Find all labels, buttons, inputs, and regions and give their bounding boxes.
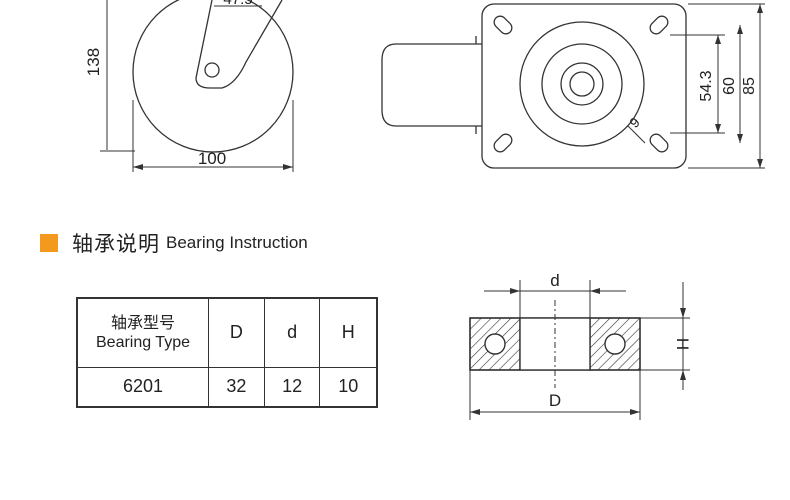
bearing-type-cell: 6201 — [76, 366, 209, 408]
bearing-inner-label: d — [550, 271, 559, 290]
plate-outline — [481, 3, 687, 169]
height-dimension-label: 138 — [84, 48, 103, 76]
mounting-plate-drawing: 54.3 60 85 9 — [381, 3, 765, 169]
bearing-type-header-cn: 轴承型号 — [110, 314, 175, 332]
inner-hub-ring — [560, 62, 604, 106]
bearing-type-header-en: Bearing Type — [96, 333, 190, 351]
bearing-type-header: 轴承型号 Bearing Type — [76, 297, 209, 368]
plate-inner-label: 60 — [721, 77, 738, 95]
caster-side-view-drawing: 138 100 47.5 — [84, 0, 294, 172]
column-header-outer-diameter: D — [208, 297, 265, 368]
outer-diameter-cell: 32 — [208, 366, 265, 408]
section-title-en: Bearing Instruction — [166, 233, 308, 252]
height-cell: 10 — [319, 366, 378, 408]
bearing-height-label: H — [673, 338, 692, 350]
plate-outer-label: 85 — [741, 77, 758, 95]
fork-arm — [195, 0, 283, 89]
right-ball — [604, 333, 626, 355]
outer-hub-ring — [519, 21, 645, 147]
bearing-outer-label: D — [549, 391, 561, 410]
table-row: 6201 32 12 10 — [76, 366, 378, 408]
column-header-inner-diameter: d — [263, 297, 321, 368]
section-header: 轴承说明 Bearing Instruction — [40, 228, 308, 258]
table-header-row: 轴承型号 Bearing Type D d H — [76, 297, 378, 368]
section-title-cn: 轴承说明 — [72, 233, 160, 256]
bearing-spec-table: 轴承型号 Bearing Type D d H 6201 32 12 10 — [76, 297, 378, 408]
column-header-height: H — [319, 297, 378, 368]
plate-stem — [381, 43, 482, 127]
axle-hole — [204, 62, 220, 78]
center-hole — [569, 71, 595, 97]
offset-dimension-label: 47.5 — [223, 0, 252, 8]
bearing-cross-section-drawing: d D H — [469, 271, 692, 420]
wheel-diameter-label: 100 — [198, 149, 226, 168]
wheel-outline — [132, 0, 294, 153]
inner-diameter-cell: 12 — [263, 366, 321, 408]
hole-spacing-label: 54.3 — [698, 70, 715, 101]
left-ball — [484, 333, 506, 355]
section-marker-icon — [40, 234, 58, 252]
middle-hub-ring — [541, 43, 623, 125]
